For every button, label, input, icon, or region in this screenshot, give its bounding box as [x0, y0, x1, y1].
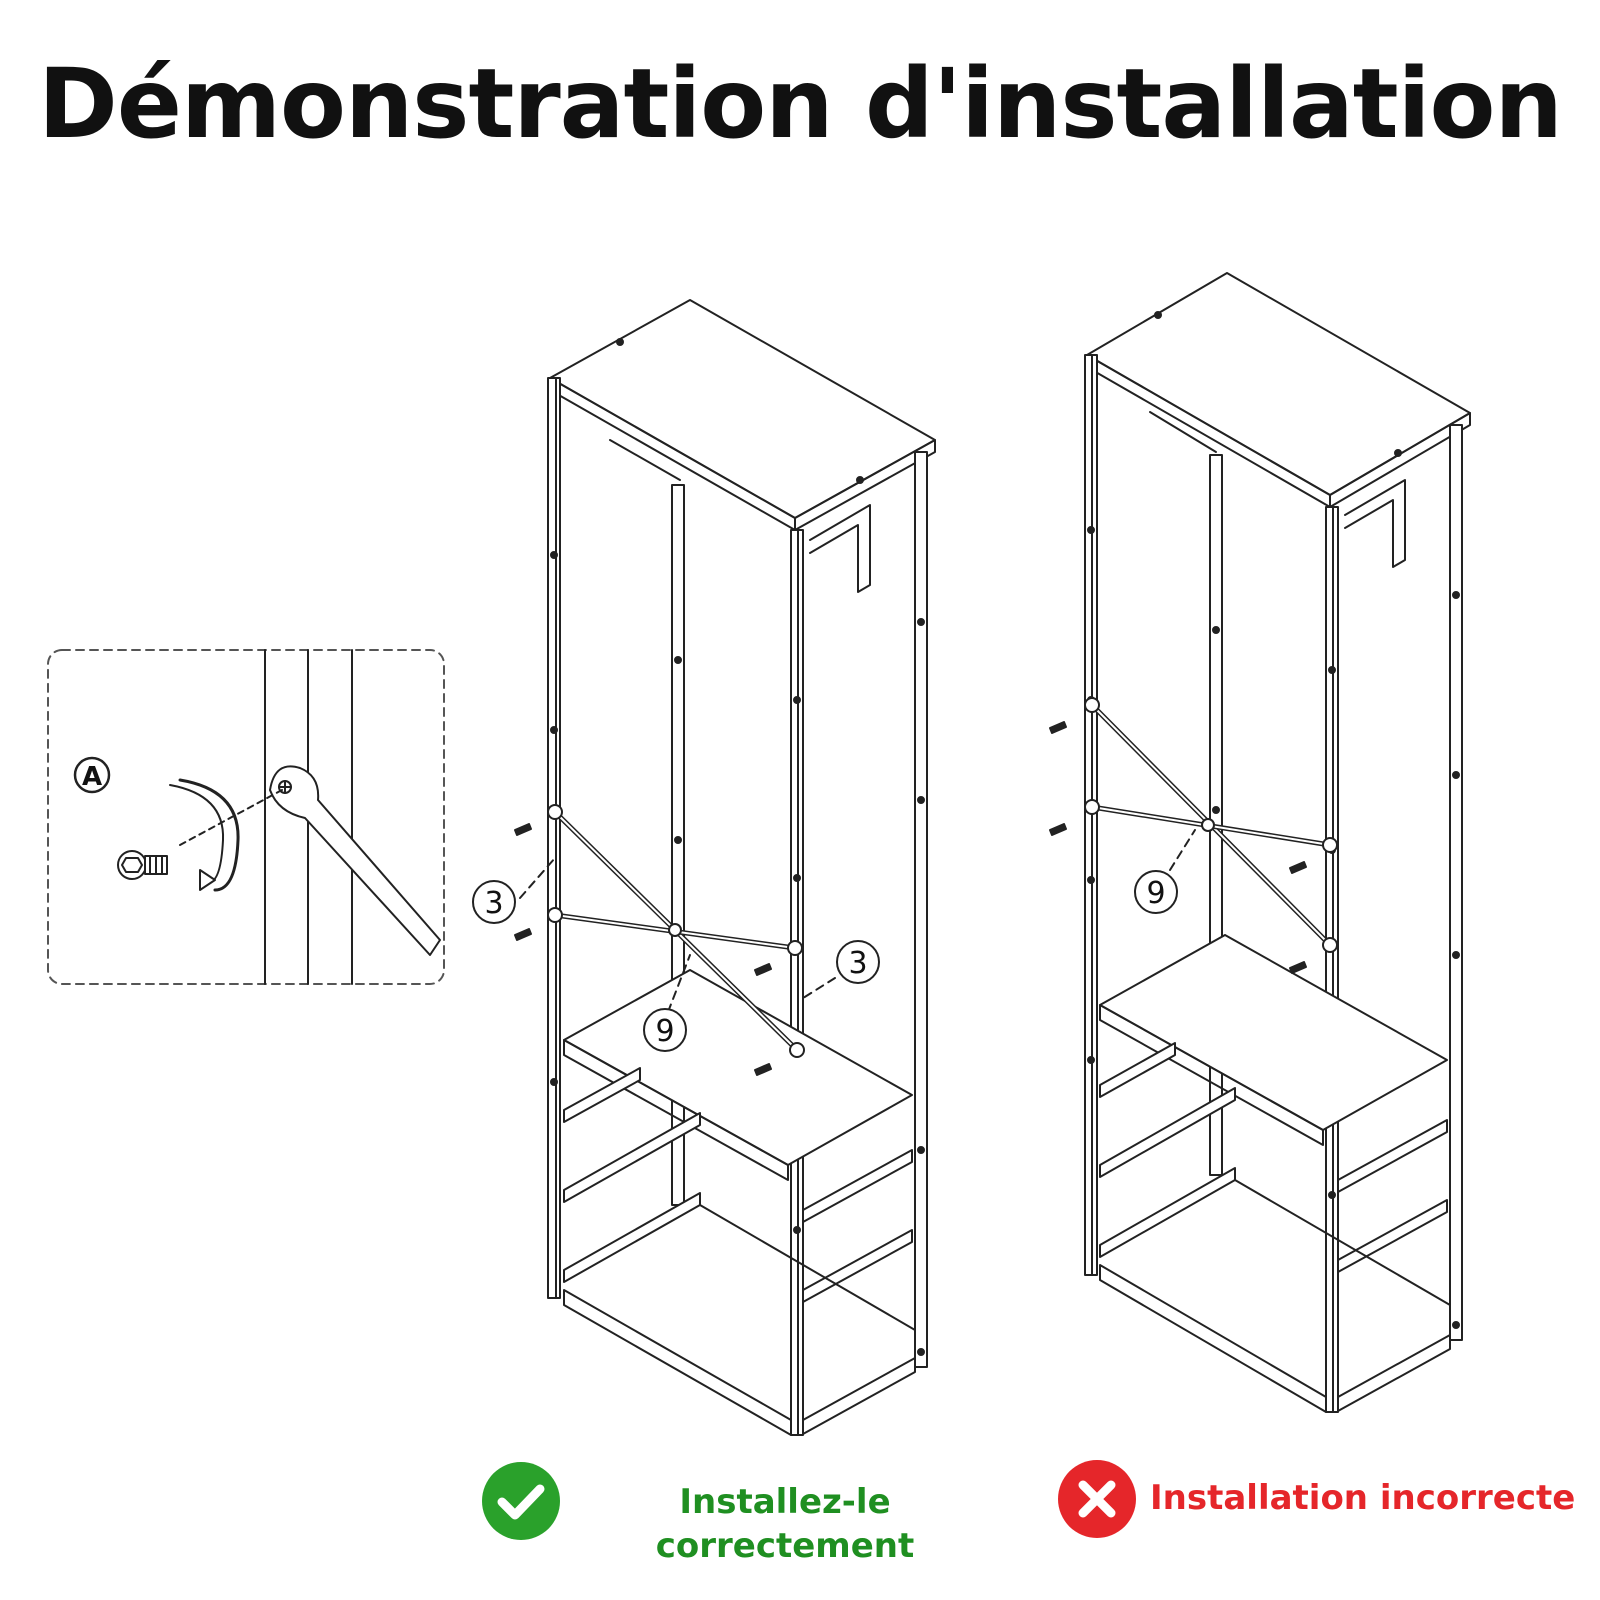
- shelf-incorrect: 9: [1049, 272, 1471, 1413]
- callout-left-3b: 3: [848, 946, 867, 981]
- callout-left-9: 9: [655, 1014, 674, 1049]
- detail-label-a: A: [82, 762, 102, 792]
- page-title: Démonstration d'installation: [38, 48, 1563, 160]
- correct-label: Installez-le correctement: [655, 1482, 915, 1566]
- detail-inset: A: [47, 649, 445, 985]
- callout-right-9: 9: [1146, 876, 1165, 911]
- shelf-correct: 3 3 9: [472, 299, 936, 1436]
- callout-left-3a: 3: [484, 886, 503, 921]
- check-icon: [482, 1462, 560, 1540]
- cross-icon: [1058, 1460, 1136, 1538]
- incorrect-label: Installation incorrecte: [1150, 1478, 1576, 1518]
